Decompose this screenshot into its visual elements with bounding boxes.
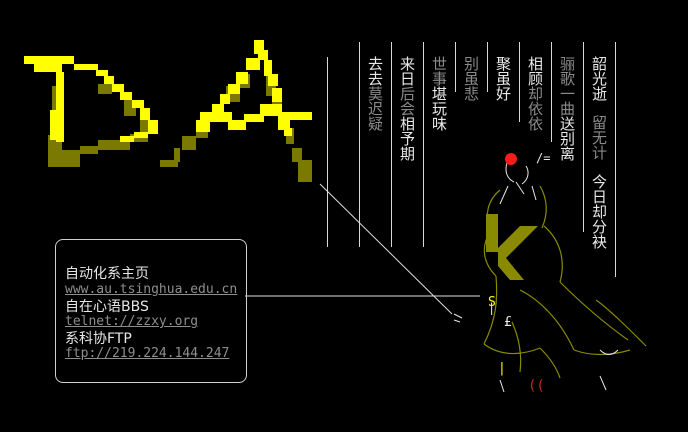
divider-line	[455, 42, 456, 92]
link-title-ftp: 系科协FTP	[65, 331, 132, 347]
link-bbs-url[interactable]: telnet://zzxy.org	[65, 314, 199, 329]
poem-column-5: 别虽悲	[462, 56, 480, 101]
poem-text: 韶光逝	[590, 56, 608, 101]
poem-text: 世事	[430, 56, 448, 86]
poem-text: 去去	[366, 56, 384, 86]
svg-text:((: ((	[528, 378, 545, 394]
svg-text:S: S	[488, 295, 496, 310]
poem-column-3: 相顾却依依	[526, 56, 544, 131]
links-panel: 自动化系主页 www.au.tsinghua.edu.cn 自在心语BBS te…	[55, 239, 247, 383]
poem-text: 堪玩味	[430, 86, 448, 131]
poem-column-4: 聚虽好	[494, 56, 512, 101]
poem-text: 后会	[398, 86, 416, 116]
poem-text: 相顾	[526, 56, 544, 86]
poem-text: 相予期	[398, 116, 416, 161]
poem-column-7: 来日后会相予期	[398, 56, 416, 161]
svg-text:£: £	[504, 315, 512, 330]
poem-column-2: 骊歌一曲送别离	[558, 56, 576, 161]
poem-text: 聚虽好	[494, 56, 512, 101]
da-logo	[24, 40, 312, 182]
link-title-homepage: 自动化系主页	[65, 266, 149, 282]
poem-column-1: 韶光逝留无计今日却分袂	[590, 56, 608, 249]
poem-text: 别虽悲	[462, 56, 480, 101]
divider-line	[359, 42, 360, 247]
hair-ornament-dot	[505, 153, 517, 165]
poem-text: 来日	[398, 56, 416, 86]
divider-line	[487, 42, 488, 92]
divider-line	[519, 42, 520, 122]
poem-column-8: 去去莫迟疑	[366, 56, 384, 131]
poem-text: 今日却分袂	[590, 174, 608, 249]
poem-text: 送别离	[558, 116, 576, 161]
svg-text:|: |	[498, 361, 506, 376]
divider-line	[551, 42, 552, 142]
divider-line	[615, 42, 616, 277]
poem-text: 莫迟疑	[366, 86, 384, 131]
divider-line	[423, 42, 424, 247]
poem-column-6: 世事堪玩味	[430, 56, 448, 131]
divider-line	[327, 57, 328, 247]
link-ftp-url[interactable]: ftp://219.224.144.247	[65, 346, 230, 361]
poem-text: 骊歌一曲	[558, 56, 576, 116]
poem-text: 留无计	[590, 115, 608, 160]
link-title-bbs: 自在心语BBS	[65, 299, 149, 315]
svg-text:/=: /=	[536, 151, 550, 165]
svg-text:|: |	[488, 301, 495, 315]
link-homepage-url[interactable]: www.au.tsinghua.edu.cn	[65, 282, 238, 297]
divider-line	[391, 42, 392, 247]
poem-text: 却依依	[526, 86, 544, 131]
divider-line	[583, 42, 584, 232]
